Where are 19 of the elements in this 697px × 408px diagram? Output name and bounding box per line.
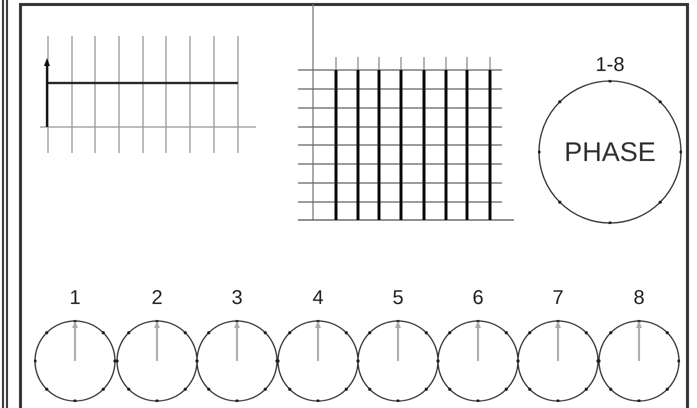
phase-circle bbox=[538, 80, 682, 224]
circle-node bbox=[277, 320, 359, 402]
circle-node bbox=[357, 320, 439, 402]
circle-number: 1 bbox=[68, 288, 82, 308]
circle-number: 7 bbox=[551, 288, 565, 308]
circle-number: 3 bbox=[230, 288, 244, 308]
circle-node bbox=[598, 320, 680, 402]
circle-number: 5 bbox=[391, 288, 405, 308]
circle-node bbox=[34, 320, 116, 402]
circle-node bbox=[517, 320, 599, 402]
range-label: 1-8 bbox=[594, 55, 626, 75]
circle-number: 6 bbox=[471, 288, 485, 308]
circle-node bbox=[437, 320, 519, 402]
circle-number: 4 bbox=[311, 288, 325, 308]
circle-number: 2 bbox=[150, 288, 164, 308]
circle-node bbox=[116, 320, 198, 402]
circle-label: PHASE bbox=[564, 136, 656, 169]
circle-number: 8 bbox=[632, 288, 646, 308]
circle-node bbox=[196, 320, 278, 402]
